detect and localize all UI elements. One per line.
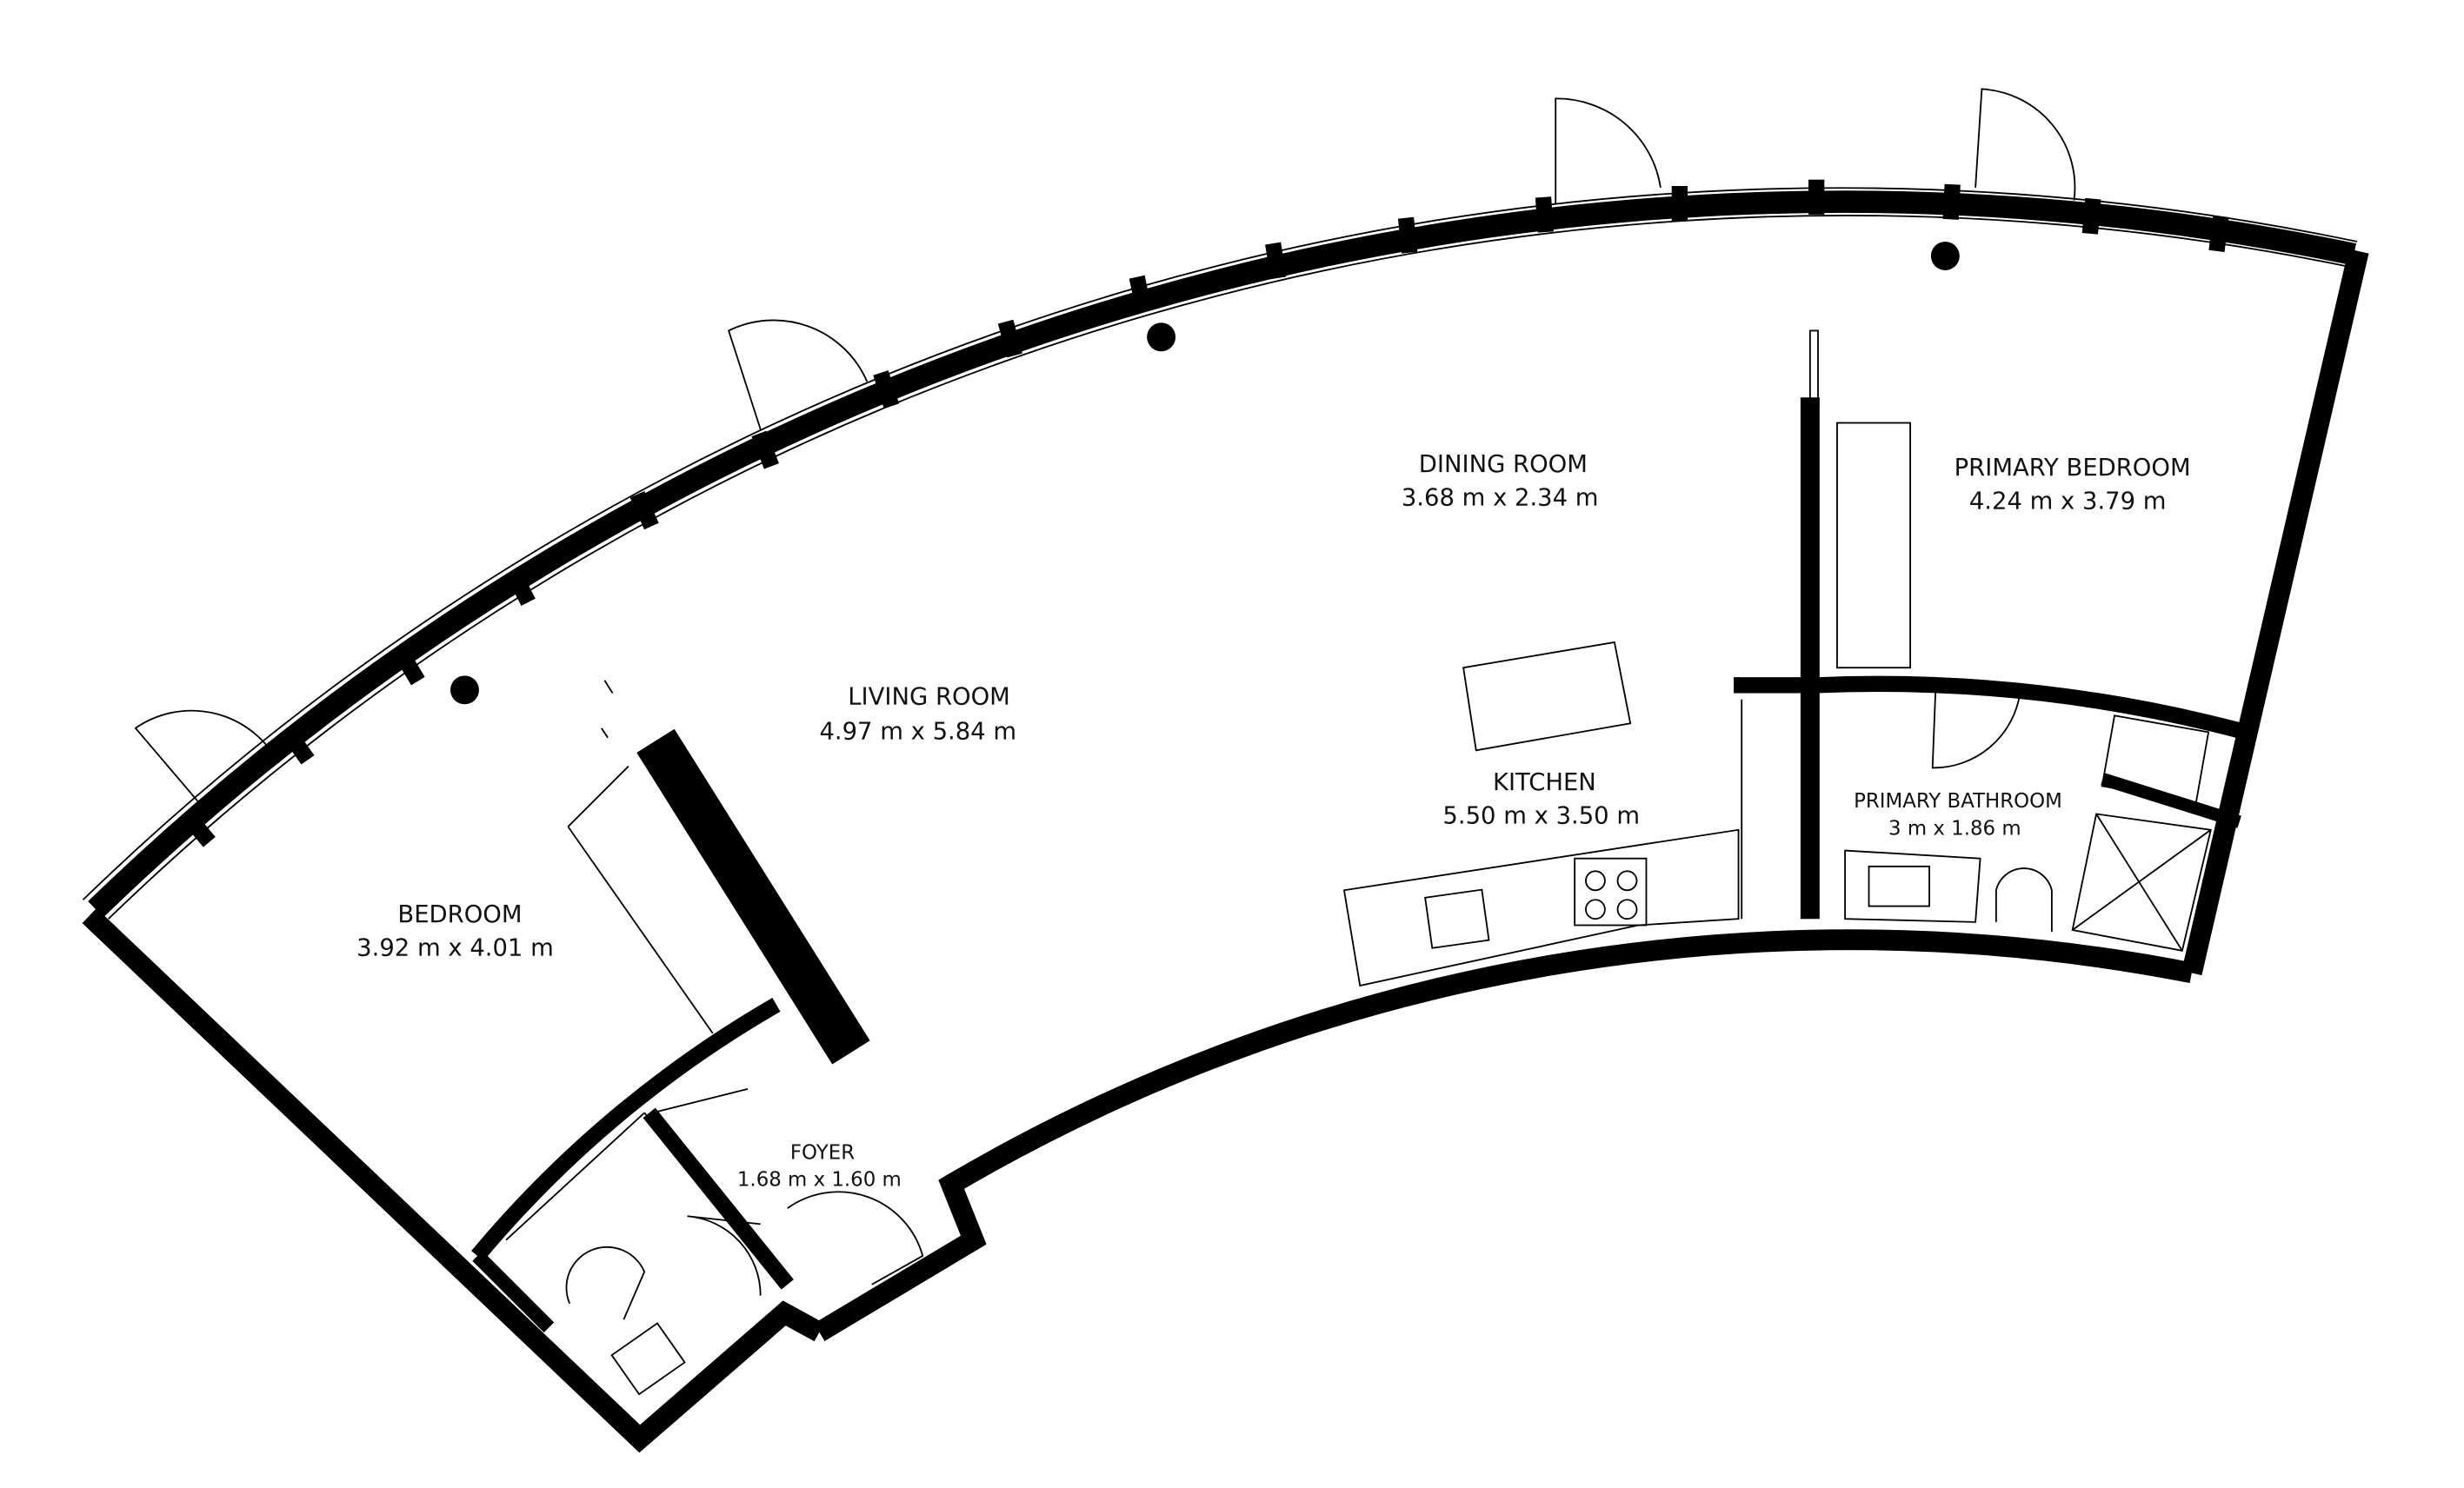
room-dimensions: 1.68 m x 1.60 m <box>737 1168 902 1191</box>
balcony-doors <box>134 88 2076 804</box>
room-name: KITCHEN <box>1493 769 1596 796</box>
room-name: PRIMARY BATHROOM <box>1854 790 2062 813</box>
room-name: FOYER <box>790 1141 855 1164</box>
room-label-dining: DINING ROOM 3.68 m x 2.34 m <box>1402 451 1599 511</box>
column <box>1930 242 1960 270</box>
room-dimensions: 3 m x 1.86 m <box>1888 817 2021 840</box>
room-name: BEDROOM <box>397 901 522 928</box>
room-dimensions: 4.97 m x 5.84 m <box>819 719 1016 746</box>
room-label-primary-bathroom: PRIMARY BATHROOM 3 m x 1.86 m <box>1854 790 2062 840</box>
room-label-bedroom: BEDROOM 3.92 m x 4.01 m <box>356 901 554 961</box>
walls <box>82 249 2369 1453</box>
room-name: PRIMARY BEDROOM <box>1955 455 2191 482</box>
interior-fixtures <box>505 329 2212 1396</box>
column <box>450 675 479 705</box>
room-name: LIVING ROOM <box>848 683 1010 710</box>
column <box>1147 322 1176 352</box>
room-dimensions: 4.24 m x 3.79 m <box>1969 488 2167 515</box>
room-name: DINING ROOM <box>1419 451 1588 478</box>
room-dimensions: 5.50 m x 3.50 m <box>1442 802 1640 829</box>
room-label-foyer: FOYER 1.68 m x 1.60 m <box>737 1141 902 1191</box>
room-dimensions: 3.92 m x 4.01 m <box>356 934 554 961</box>
room-label-kitchen: KITCHEN 5.50 m x 3.50 m <box>1442 769 1640 829</box>
room-label-primary-bedroom: PRIMARY BEDROOM 4.24 m x 3.79 m <box>1955 455 2191 515</box>
window-mullions <box>183 179 2229 847</box>
room-label-living: LIVING ROOM 4.97 m x 5.84 m <box>819 683 1016 745</box>
room-dimensions: 3.68 m x 2.34 m <box>1402 485 1599 512</box>
